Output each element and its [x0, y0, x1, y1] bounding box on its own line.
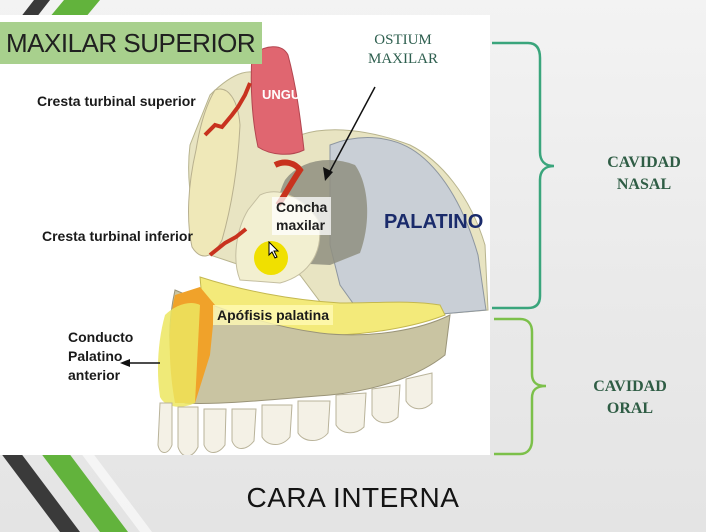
- oral-line-1: CAVIDAD: [593, 378, 667, 395]
- bottom-chevron-decoration: [0, 452, 152, 532]
- figure-banner: MAXILAR SUPERIOR: [0, 22, 262, 64]
- slide-title: CARA INTERNA: [246, 482, 460, 513]
- label-cavidad-oral: CAVIDAD ORAL: [578, 376, 682, 420]
- label-unguis: UNGUIS: [262, 87, 313, 102]
- nasal-cavity-brace: [492, 41, 555, 310]
- label-cresta-turbinal-superior: Cresta turbinal superior: [37, 93, 196, 109]
- concha-line-1: Concha: [276, 199, 328, 215]
- label-conducto-palatino-anterior: Conducto Palatino anterior: [68, 328, 133, 385]
- label-apofisis-palatina: Apófisis palatina: [213, 305, 334, 325]
- conducto-line-1: Conducto: [68, 329, 134, 345]
- maxilla-figure: MAXILAR SUPERIOR Cresta turbinal superio…: [0, 15, 490, 455]
- conducto-line-2: Palatino: [68, 348, 123, 364]
- mouse-cursor-icon: [268, 241, 280, 259]
- ostium-line-2: MAXILAR: [368, 51, 438, 67]
- conducto-line-3: anterior: [68, 367, 121, 383]
- concha-line-2: maxilar: [276, 217, 326, 233]
- nasal-line-2: NASAL: [616, 176, 672, 193]
- nasal-line-1: CAVIDAD: [607, 154, 681, 171]
- label-concha-maxilar: Concha maxilar: [272, 197, 332, 235]
- label-cresta-turbinal-inferior: Cresta turbinal inferior: [42, 228, 193, 244]
- oral-cavity-brace: [494, 317, 547, 456]
- label-ostium-maxilar: OSTIUM MAXILAR: [358, 31, 448, 69]
- label-cavidad-nasal: CAVIDAD NASAL: [592, 152, 696, 196]
- oral-line-2: ORAL: [606, 400, 654, 417]
- ostium-line-1: OSTIUM: [374, 32, 432, 48]
- label-palatino: PALATINO: [384, 211, 484, 233]
